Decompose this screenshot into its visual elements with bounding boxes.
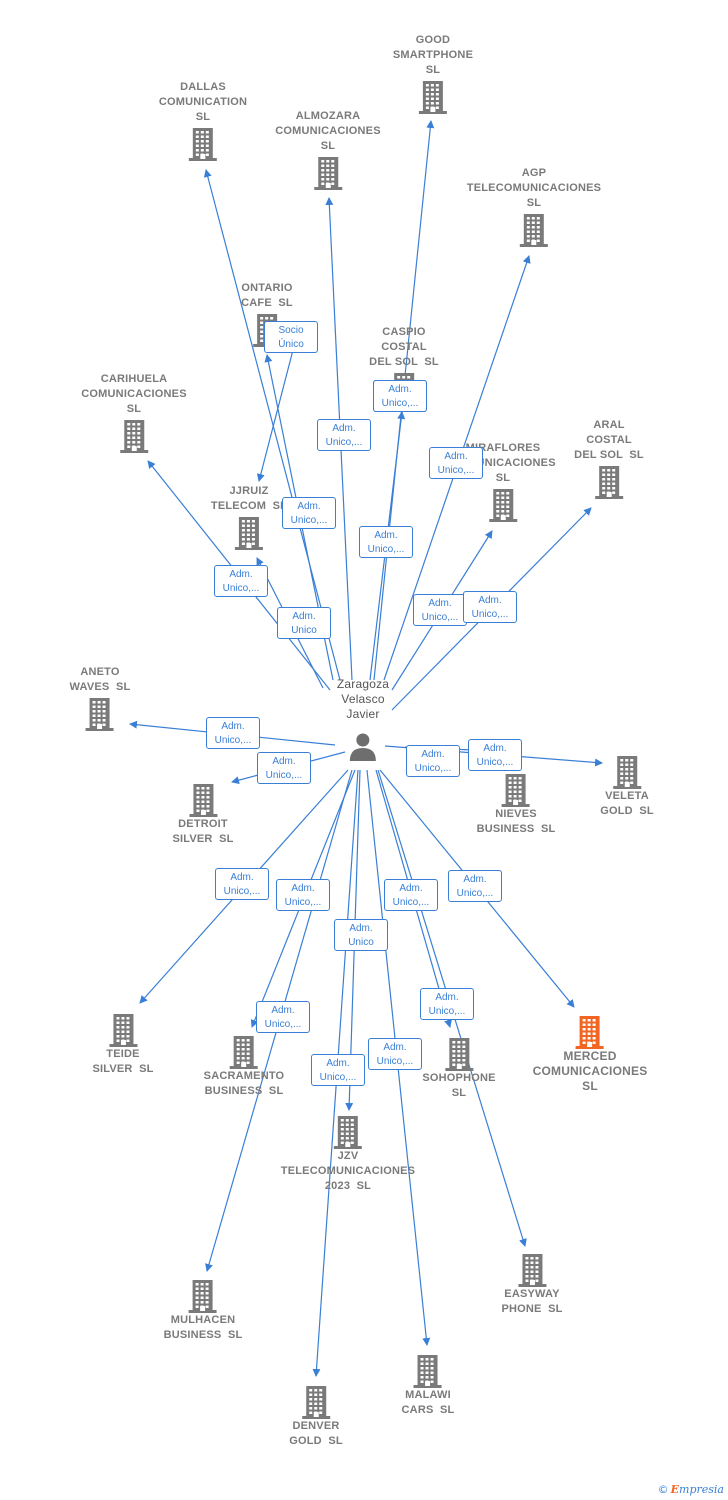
building-icon — [188, 128, 217, 161]
person-icon — [349, 733, 376, 761]
company-name: SACRAMENTO BUSINESS SL — [203, 1070, 285, 1097]
company-name: DENVER GOLD SL — [289, 1420, 343, 1447]
building-icon — [489, 489, 517, 522]
edge-label-nieves[interactable]: Adm. Unico,... — [406, 745, 460, 777]
building-icon — [418, 81, 447, 114]
edge-ontario-jjruiz — [256, 349, 294, 482]
edge-label-ontario[interactable]: Adm. Unico,... — [282, 497, 336, 529]
edge-label-jzv[interactable]: Adm. Unico — [334, 919, 388, 951]
company-node-jjruiz[interactable]: JJRUIZ TELECOM SL — [211, 484, 287, 550]
edge-label-mulhacen[interactable]: Adm. Unico,... — [276, 879, 330, 911]
edge-label-miraflores[interactable]: Adm. Unico,... — [413, 594, 467, 626]
company-name: AGP TELECOMUNICACIONES SL — [466, 167, 602, 209]
company-node-sacramento[interactable]: SACRAMENTO BUSINESS SL — [204, 1035, 285, 1099]
edge-label-denver[interactable]: Adm. Unico,... — [311, 1054, 365, 1086]
building-icon — [85, 698, 114, 731]
company-name: MALAWI CARS SL — [401, 1389, 455, 1416]
company-node-dallas[interactable]: DALLAS COMUNICATION SL — [159, 80, 247, 161]
building-icon — [414, 1355, 442, 1388]
company-name: TEIDE SILVER SL — [92, 1048, 154, 1075]
building-icon — [229, 1036, 258, 1069]
building-icon — [333, 1116, 362, 1149]
edge-label-sohophone[interactable]: Adm. Unico,... — [420, 988, 474, 1020]
company-name: ARAL COSTAL DEL SOL SL — [574, 419, 644, 461]
brand-footer: ©Empresia — [658, 1483, 724, 1496]
edge-label-detroit[interactable]: Adm. Unico,... — [257, 752, 311, 784]
edge-label-agp[interactable]: Adm. Unico,... — [429, 447, 483, 479]
company-name: NIEVES BUSINESS SL — [476, 808, 556, 835]
company-name: ALMOZARA COMUNICACIONES SL — [275, 110, 381, 152]
company-node-aral[interactable]: ARAL COSTAL DEL SOL SL — [574, 418, 644, 499]
company-name: JJRUIZ TELECOM SL — [210, 485, 288, 512]
edge-label-teide[interactable]: Adm. Unico,... — [215, 868, 269, 900]
company-name: ONTARIO CAFE SL — [241, 282, 293, 309]
company-node-detroit[interactable]: DETROIT SILVER SL — [172, 783, 233, 847]
brand-name: mpresia — [679, 1483, 724, 1496]
company-node-mulhacen[interactable]: MULHACEN BUSINESS SL — [164, 1279, 243, 1343]
company-name: GOOD SMARTPHONE SL — [392, 34, 474, 76]
company-node-denver[interactable]: DENVER GOLD SL — [289, 1385, 343, 1449]
edge-label-ontario-jjruiz[interactable]: Socio Único — [264, 321, 318, 353]
building-icon — [576, 1016, 604, 1049]
edge-label-almozara[interactable]: Adm. Unico,... — [373, 380, 427, 412]
company-node-merced[interactable]: MERCED COMUNICACIONES SL — [533, 1015, 648, 1094]
building-icon — [109, 1014, 137, 1047]
edge-label-caspio[interactable]: Adm. Unico,... — [359, 526, 413, 558]
building-icon — [612, 756, 641, 789]
company-name: SOHOPHONE SL — [422, 1072, 496, 1099]
edge-label-merced[interactable]: Adm. Unico,... — [448, 870, 502, 902]
company-node-nieves[interactable]: NIEVES BUSINESS SL — [477, 773, 556, 837]
edge-label-aral[interactable]: Adm. Unico,... — [463, 591, 517, 623]
building-icon — [189, 784, 217, 817]
center-person-node[interactable]: Zaragoza Velasco Javier — [337, 677, 389, 762]
brand-initial: E — [670, 1483, 680, 1496]
company-node-veleta[interactable]: VELETA GOLD SL — [600, 755, 654, 819]
building-icon — [301, 1386, 330, 1419]
company-node-jzv[interactable]: JZV TELECOMUNICACIONES 2023 SL — [281, 1115, 415, 1194]
company-node-almozara[interactable]: ALMOZARA COMUNICACIONES SL — [275, 109, 381, 190]
company-node-easyway[interactable]: EASYWAY PHONE SL — [501, 1253, 562, 1317]
building-icon — [235, 517, 263, 550]
company-node-malawi[interactable]: MALAWI CARS SL — [402, 1354, 455, 1418]
company-node-agp[interactable]: AGP TELECOMUNICACIONES SL — [467, 166, 601, 247]
building-icon — [594, 466, 623, 499]
company-name: ANETO WAVES SL — [69, 666, 131, 693]
edge-label-dallas[interactable]: Adm. Unico,... — [317, 419, 371, 451]
building-icon — [502, 774, 530, 807]
company-name: JZV TELECOMUNICACIONES 2023 SL — [280, 1150, 416, 1192]
company-name: MULHACEN BUSINESS SL — [163, 1314, 243, 1341]
company-name: VELETA GOLD SL — [600, 790, 654, 817]
edge-label-carihuela[interactable]: Adm. Unico,... — [214, 565, 268, 597]
company-name: EASYWAY PHONE SL — [501, 1288, 563, 1315]
company-node-good[interactable]: GOOD SMARTPHONE SL — [393, 33, 473, 114]
company-node-sohophone[interactable]: SOHOPHONE SL — [422, 1037, 495, 1101]
company-node-aneto[interactable]: ANETO WAVES SL — [70, 665, 131, 731]
company-name: DALLAS COMUNICATION SL — [158, 81, 248, 123]
company-name: DETROIT SILVER SL — [172, 818, 234, 845]
building-icon — [314, 157, 342, 190]
edge-label-veleta[interactable]: Adm. Unico,... — [468, 739, 522, 771]
edge-label-easyway[interactable]: Adm. Unico,... — [384, 879, 438, 911]
edge-label-sacramento[interactable]: Adm. Unico,... — [256, 1001, 310, 1033]
company-node-teide[interactable]: TEIDE SILVER SL — [92, 1013, 153, 1077]
building-icon — [445, 1038, 473, 1071]
edge-label-aneto[interactable]: Adm. Unico,... — [206, 717, 260, 749]
building-icon — [518, 1254, 546, 1287]
center-person-name: Zaragoza Velasco Javier — [336, 677, 390, 721]
copyright-symbol: © — [657, 1483, 669, 1496]
company-name: CASPIO COSTAL DEL SOL SL — [369, 326, 439, 368]
edge-label-jjruiz[interactable]: Adm. Unico — [277, 607, 331, 639]
building-icon — [519, 214, 548, 247]
company-node-carihuela[interactable]: CARIHUELA COMUNICACIONES SL — [81, 372, 187, 453]
building-icon — [120, 420, 148, 453]
company-name: MERCED COMUNICACIONES SL — [532, 1049, 648, 1093]
company-name: CARIHUELA COMUNICACIONES SL — [81, 373, 187, 415]
building-icon — [189, 1280, 217, 1313]
edge-label-malawi[interactable]: Adm. Unico,... — [368, 1038, 422, 1070]
